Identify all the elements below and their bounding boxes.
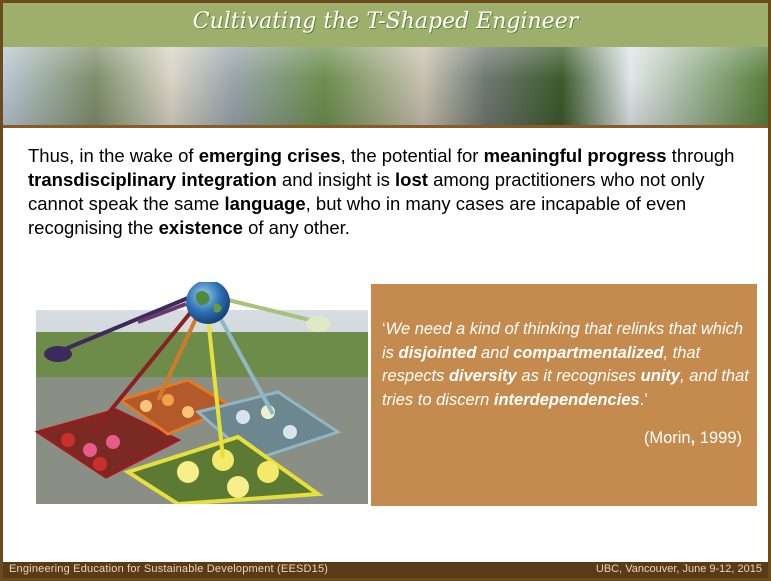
arrow-line xyxy=(156,313,200,401)
circle-mark xyxy=(162,394,174,406)
citation-year: 1999) xyxy=(699,429,742,447)
body-text-segment: , the potential for xyxy=(340,145,484,166)
body-bold-term: emerging crises xyxy=(198,145,341,166)
body-text-segment: of any other. xyxy=(242,217,350,238)
footer-bar: Engineering Education for Sustainable De… xyxy=(3,562,768,578)
circle-mark xyxy=(212,449,234,471)
body-text-segment: and insight is xyxy=(276,169,396,190)
circle-mark xyxy=(257,461,279,483)
circle-mark xyxy=(106,435,120,449)
quote-segment: , that respects xyxy=(382,343,701,386)
quote-box: ‘We need a kind of thinking that relinks… xyxy=(371,284,757,506)
circle-mark xyxy=(236,410,250,424)
quote-segment: , and that tries to discern xyxy=(382,367,749,409)
quote-bold-term: disjointed xyxy=(398,343,477,362)
quote-segment: as it recognises xyxy=(516,367,641,385)
arrow-line xyxy=(57,296,189,354)
body-bold-term: lost xyxy=(395,169,428,190)
body-bold-term: meaningful progress xyxy=(483,145,667,166)
quote-open-mark: ‘ xyxy=(382,320,386,338)
circle-mark xyxy=(61,433,75,447)
arrow-line xyxy=(137,302,187,324)
quote-bold-term: compartmentalized xyxy=(513,343,664,362)
dark-ellipse xyxy=(44,346,72,362)
circle-mark xyxy=(182,406,194,418)
circle-mark xyxy=(283,425,297,439)
circle-mark xyxy=(93,457,107,471)
plot-circles xyxy=(61,394,297,498)
morin-quote: ‘We need a kind of thinking that relinks… xyxy=(382,318,752,412)
body-paragraph: Thus, in the wake of emerging crises, th… xyxy=(28,144,753,240)
circle-mark xyxy=(227,476,249,498)
citation-separator: , xyxy=(690,429,700,447)
slide-title: Cultivating the T-Shaped Engineer xyxy=(192,9,579,34)
circle-mark xyxy=(83,443,97,457)
illustration-svg xyxy=(28,280,368,507)
earth-globe-icon xyxy=(186,280,230,324)
body-bold-term: language xyxy=(224,193,306,214)
body-text-segment: among practitioners who not only cannot … xyxy=(28,169,705,214)
quote-bold-term: unity xyxy=(640,367,681,385)
body-text-segment: , but who in many cases are incapable of… xyxy=(28,193,687,238)
footer-conference: Engineering Education for Sustainable De… xyxy=(9,563,329,575)
citation-author: (Morin xyxy=(643,429,691,447)
quote-bold-term: diversity xyxy=(448,367,517,385)
quote-citation: (Morin, 1999) xyxy=(644,429,742,448)
arrow-line xyxy=(206,317,225,459)
circle-mark xyxy=(140,400,152,412)
circle-mark xyxy=(177,461,199,483)
arrow-line xyxy=(216,313,275,415)
body-bold-term: transdisciplinary integration xyxy=(28,169,277,190)
pale-ellipse xyxy=(306,316,330,332)
arrow-line xyxy=(91,310,193,434)
body-text-segment: Thus, in the wake of xyxy=(28,145,199,166)
quote-segment: We need a kind of thinking that relinks … xyxy=(382,320,744,362)
quote-segment: and xyxy=(476,343,514,362)
globe-landmass xyxy=(213,303,222,313)
arrows xyxy=(57,296,319,459)
arrow-line xyxy=(227,298,319,324)
title-band: Cultivating the T-Shaped Engineer xyxy=(3,3,768,47)
photo-strip-tint xyxy=(3,47,768,125)
header-divider xyxy=(3,125,768,128)
campus-globe-illustration xyxy=(28,280,368,507)
globe-landmass xyxy=(196,291,210,306)
body-text-segment: through xyxy=(666,145,735,166)
quote-bold-term: interdependencies xyxy=(493,390,640,409)
footer-location: UBC, Vancouver, June 9-12, 2015 xyxy=(595,563,762,575)
body-bold-term: existence xyxy=(158,217,243,238)
quote-segment: .’ xyxy=(639,390,648,409)
header-photo-strip xyxy=(3,47,768,125)
